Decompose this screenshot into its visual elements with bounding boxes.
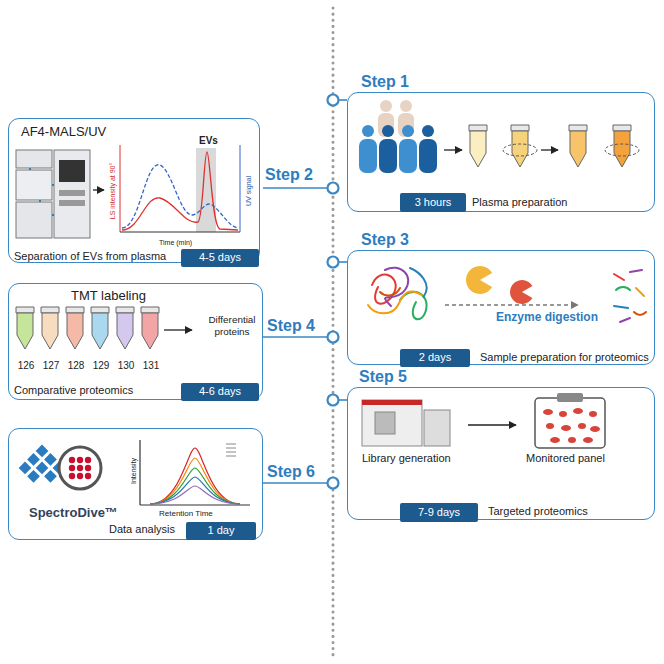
step-panel: Step 4TMT labeling126127128129130131Diff…: [8, 283, 263, 400]
tag-number: 130: [116, 360, 136, 372]
process-label: Library generation: [362, 452, 451, 465]
xic-chart: [140, 440, 250, 505]
step-caption: Comparative proteomics: [14, 384, 133, 397]
step-panel: Step 1Plasma preparation3 hours: [347, 92, 655, 212]
step-caption: Sample preparation for proteomics: [480, 351, 649, 364]
step-panel: Step 3Enzyme digestionSample preparation…: [347, 250, 655, 365]
software-name: SpectroDive™: [29, 505, 118, 521]
duration-tag: 4-5 days: [181, 249, 259, 267]
duration-tag: 2 days: [400, 349, 470, 367]
step-caption: Data analysis: [109, 523, 175, 536]
duration-text: 1 day: [208, 524, 235, 537]
peptide-fragments: [614, 270, 646, 322]
timeline: [263, 8, 347, 656]
duration-text: 3 hours: [415, 196, 452, 209]
step-label: Step 4: [267, 316, 315, 335]
fractogram-chart: [120, 145, 240, 232]
step-label: Step 3: [361, 230, 409, 249]
result-label: Differential proteins: [202, 314, 262, 338]
protein-digestion: [368, 268, 427, 320]
instrument-label: AF4-MALS/UV: [21, 124, 106, 140]
clipboard: [535, 393, 605, 448]
duration-text: 4-6 days: [199, 385, 241, 398]
step-caption: Plasma preparation: [472, 196, 567, 209]
step-panel: Step 6SpectroDive™IntensityRetention Tim…: [8, 428, 263, 540]
duration-tag: 4-6 days: [181, 383, 259, 401]
duration-tag: 3 hours: [400, 193, 466, 212]
step-label: Step 5: [359, 367, 407, 386]
result-label: Monitored panel: [526, 452, 605, 465]
axis-label: Time (min): [159, 239, 192, 247]
duration-tag: 7-9 days: [400, 503, 478, 522]
axis-label: UV signal: [245, 176, 253, 206]
step-label: Step 2: [265, 165, 313, 184]
af4-instrument: [16, 150, 104, 238]
process-label: Enzyme digestion: [496, 310, 598, 324]
step-label: Step 1: [361, 72, 409, 91]
software-logo: [19, 445, 101, 492]
axis-label: Intensity: [130, 458, 138, 484]
tag-number: 127: [41, 360, 61, 372]
mass-spectrometer: [362, 400, 516, 446]
step-label: Step 6: [267, 462, 315, 481]
duration-tag: 1 day: [186, 522, 256, 540]
tmt-tubes: [16, 307, 192, 349]
step-panel: Step 2AF4-MALS/UVEVsLS intensity at 90°U…: [8, 118, 260, 263]
tag-number: 126: [16, 360, 36, 372]
duration-text: 4-5 days: [199, 251, 241, 264]
plasma-illustration: [359, 100, 639, 173]
step-caption: Separation of EVs from plasma: [14, 250, 166, 263]
process-label: TMT labeling: [71, 288, 146, 304]
peak-label: EVs: [199, 135, 218, 147]
axis-label: Retention Time: [159, 509, 213, 519]
axis-label: LS intensity at 90°: [109, 163, 117, 220]
tag-number: 129: [91, 360, 111, 372]
step-caption: Targeted proteomics: [488, 505, 588, 518]
tag-number: 131: [141, 360, 161, 372]
tag-number: 128: [66, 360, 86, 372]
step-panel: Step 5Library generationMonitored panelT…: [347, 387, 655, 520]
duration-text: 7-9 days: [418, 506, 460, 519]
duration-text: 2 days: [419, 351, 451, 364]
enzymes: [445, 266, 578, 305]
